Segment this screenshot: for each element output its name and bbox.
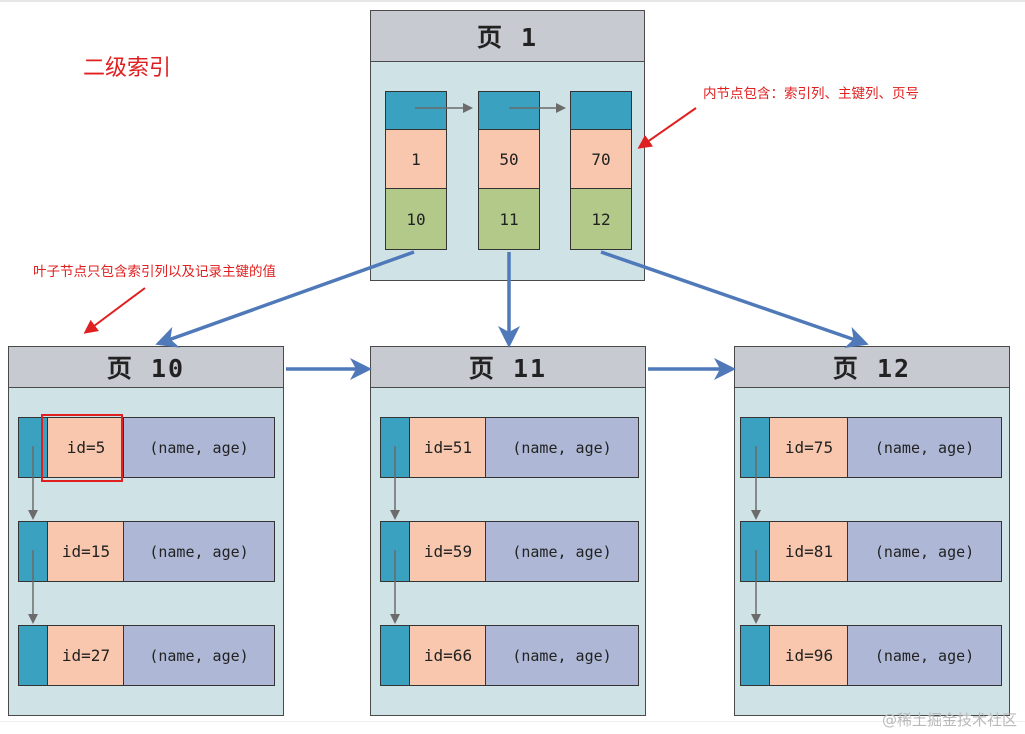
root-entry-1-pointer — [385, 91, 447, 131]
root-entry-2-page: 11 — [478, 188, 540, 250]
internal-annotation-arrow — [637, 107, 697, 149]
leaf-page-11-header: 页 11 — [371, 347, 645, 388]
bottom-border — [0, 721, 1025, 722]
leaf-12-record-3-id: id=96 — [769, 625, 849, 686]
leaf-page-10: 页 10 id=5 (name, age) id=15 (name, age) … — [8, 346, 284, 716]
leaf-page-10-header: 页 10 — [9, 347, 283, 388]
leaf-11-record-1-columns: (name, age) — [485, 417, 639, 478]
leaf-12-record-3-pointer — [740, 625, 771, 686]
leaf-11-record-3-columns: (name, age) — [485, 625, 639, 686]
leaf-10-record-2-pointer — [18, 521, 49, 582]
root-entry-3-key: 70 — [570, 129, 632, 190]
leaf-12-record-3-columns: (name, age) — [847, 625, 1002, 686]
leaf-11-record-2-columns: (name, age) — [485, 521, 639, 582]
leaf-11-record-2-pointer — [380, 521, 411, 582]
leaf-12-record-1-columns: (name, age) — [847, 417, 1002, 478]
leaf-page-11: 页 11 id=51 (name, age) id=59 (name, age)… — [370, 346, 646, 716]
root-entry-2-key: 50 — [478, 129, 540, 190]
top-border — [0, 0, 1025, 2]
leaf-11-record-2-id: id=59 — [409, 521, 487, 582]
root-page-header: 页 1 — [371, 11, 644, 62]
internal-node-annotation: 内节点包含：索引列、主键列、页号 — [703, 86, 919, 102]
root-entry-2-pointer — [478, 91, 540, 131]
root-page: 页 1 1 10 50 11 70 12 — [370, 10, 645, 281]
highlighted-index-key — [41, 414, 123, 482]
leaf-11-record-3-pointer — [380, 625, 411, 686]
root-entry-3-pointer — [570, 91, 632, 131]
leaf-node-annotation: 叶子节点只包含索引列以及记录主键的值 — [33, 264, 276, 280]
leaf-page-12-header: 页 12 — [735, 347, 1009, 388]
root-entry-3-page: 12 — [570, 188, 632, 250]
leaf-11-record-1-id: id=51 — [409, 417, 487, 478]
leaf-10-record-1-id: id=5 — [47, 417, 125, 478]
leaf-11-record-1-pointer — [380, 417, 411, 478]
leaf-12-record-2-pointer — [740, 521, 771, 582]
watermark: @稀土掘金技术社区 — [881, 711, 1017, 729]
leaf-12-record-1-id: id=75 — [769, 417, 849, 478]
leaf-page-12: 页 12 id=75 (name, age) id=81 (name, age)… — [734, 346, 1010, 716]
leaf-10-record-2-id: id=15 — [47, 521, 125, 582]
leaf-10-record-2-columns: (name, age) — [123, 521, 275, 582]
root-entry-1-page: 10 — [385, 188, 447, 250]
leaf-12-record-2-id: id=81 — [769, 521, 849, 582]
leaf-annotation-arrow — [83, 287, 146, 334]
leaf-12-record-1-pointer — [740, 417, 771, 478]
leaf-10-record-3-pointer — [18, 625, 49, 686]
leaf-11-record-3-id: id=66 — [409, 625, 487, 686]
leaf-10-record-3-id: id=27 — [47, 625, 125, 686]
leaf-12-record-2-columns: (name, age) — [847, 521, 1002, 582]
leaf-10-record-3-columns: (name, age) — [123, 625, 275, 686]
root-entry-1-key: 1 — [385, 129, 447, 190]
diagram-title: 二级索引 — [83, 56, 172, 81]
leaf-10-record-1-columns: (name, age) — [123, 417, 275, 478]
